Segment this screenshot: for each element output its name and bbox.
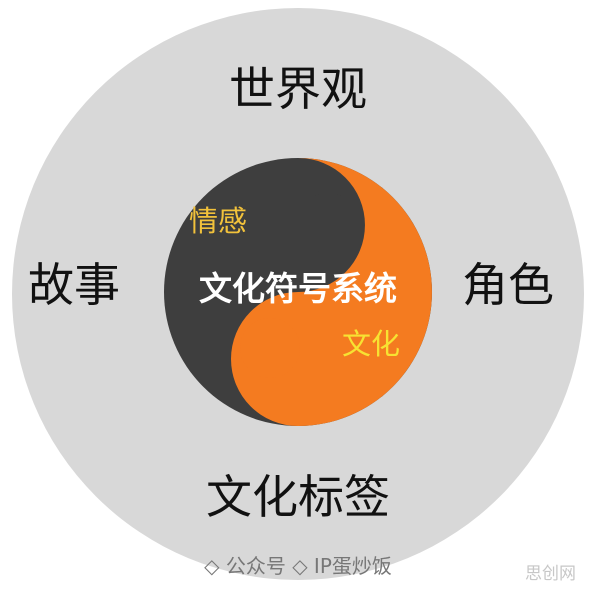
label-story: 故事 xyxy=(28,258,120,312)
credit-text: ◇ 公众号 ◇ IP蛋炒饭 xyxy=(204,554,392,578)
label-emotion: 情感 xyxy=(189,204,248,238)
label-cultural-tag: 文化标签 xyxy=(206,470,390,524)
label-worldview: 世界观 xyxy=(229,62,367,116)
center-title: 文化符号系统 xyxy=(199,269,397,308)
dark-eye-dot xyxy=(298,193,358,253)
label-culture: 文化 xyxy=(342,327,401,361)
watermark-text: 思创网 xyxy=(525,564,576,584)
yin-yang-symbol xyxy=(164,158,432,426)
label-character: 角色 xyxy=(462,258,554,312)
orange-eye-dot xyxy=(240,318,300,378)
